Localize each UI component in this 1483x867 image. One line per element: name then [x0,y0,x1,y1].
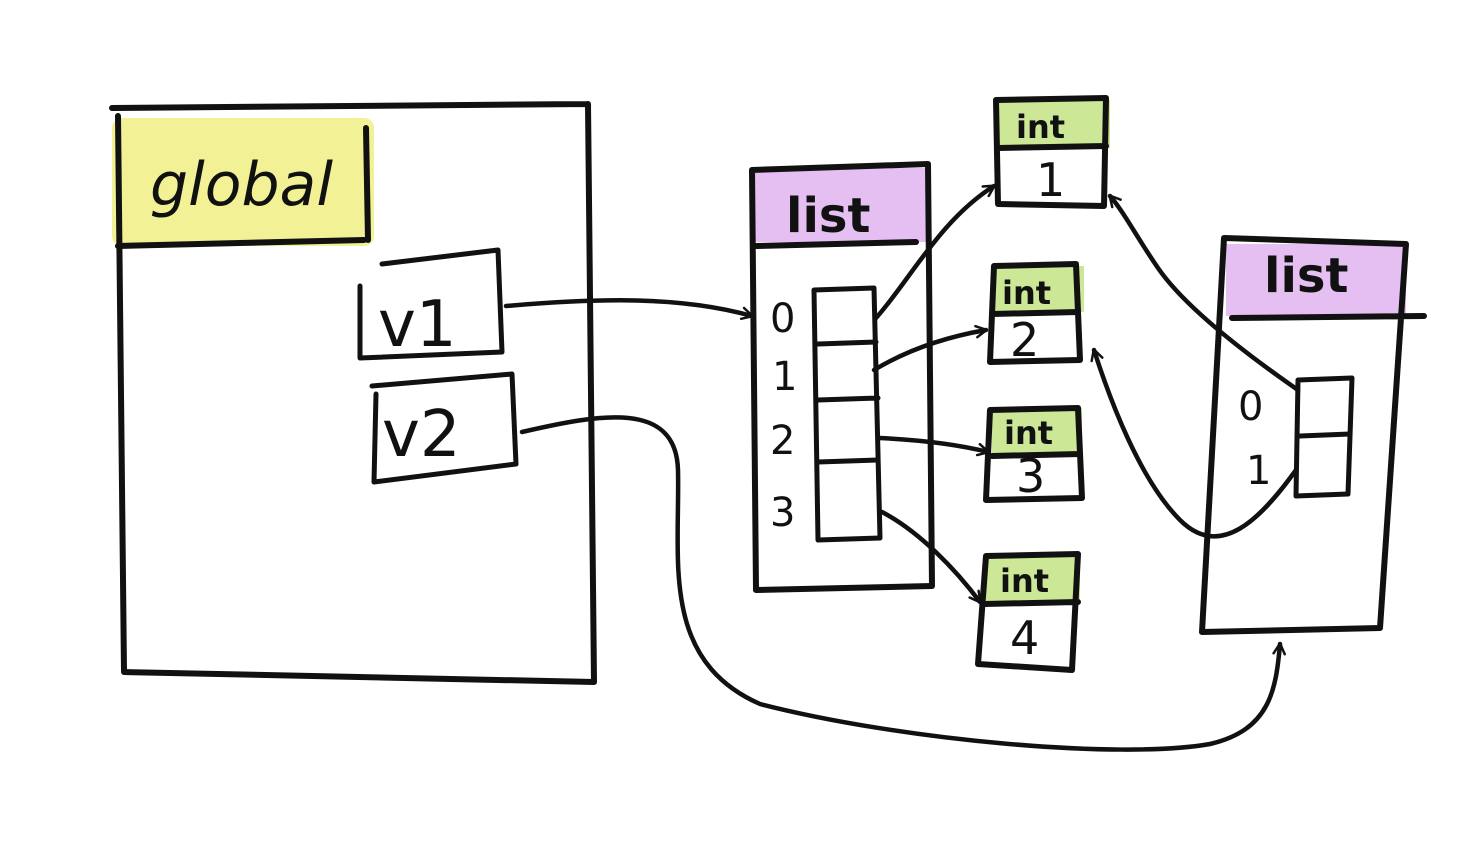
list-1-index-2: 2 [770,418,795,464]
arrow-list-2-0-to-int-1 [1107,193,1301,393]
int-1-value: 1 [1036,153,1065,207]
int-2-value: 2 [1010,313,1039,367]
int-object-1: int 1 [993,95,1110,209]
int-3-highlight [992,408,1082,454]
list-2-label-highlight [1226,244,1406,316]
list-1-border [749,161,935,593]
int-object-2: int 2 [987,261,1084,367]
list-1-index-1: 1 [772,354,797,400]
list-2-index-0: 0 [1238,384,1263,430]
list-1-label: list [786,188,870,244]
int-object-3: int 3 [983,405,1085,503]
int-1-border [993,95,1109,209]
list-object-1: list 0 1 2 3 [749,161,935,593]
variable-v2[interactable]: v2 [369,371,519,485]
int-4-value: 4 [1010,611,1039,665]
int-1-type: int [1016,108,1065,146]
list-2-border [1199,235,1427,635]
variable-v1-label: v1 [378,288,457,362]
global-frame-border [109,101,597,685]
arrow-list-1-0-to-int-1 [873,183,997,321]
global-label-highlight [112,118,374,246]
int-4-type: int [1000,562,1049,600]
list-object-2: list 0 1 [1199,235,1427,635]
list-1-label-highlight [752,168,930,242]
list-2-index-1: 1 [1246,448,1271,494]
variable-v1[interactable]: v1 [357,247,505,362]
int-3-type: int [1004,414,1053,452]
int-3-border [983,405,1085,503]
arrow-v1-to-list-1 [503,298,755,321]
list-2-slots [1293,375,1355,499]
list-1-index-3: 3 [770,490,795,536]
variable-v2-label: v2 [382,398,461,472]
int-2-border [987,261,1083,365]
int-object-4: int 4 [975,551,1081,673]
global-label: global [150,150,333,220]
global-label-underline [115,125,371,249]
int-3-value: 3 [1016,449,1045,503]
list-1-index-0: 0 [770,296,795,342]
int-4-highlight [986,556,1080,602]
list-1-slots [811,285,883,543]
arrow-v2-to-list-2 [519,415,1286,752]
global-frame: global v1 v2 [109,101,597,685]
arrow-list-2-1-to-int-2 [1090,347,1299,539]
arrow-list-1-1-to-int-2 [871,324,989,373]
int-4-border [975,551,1081,673]
arrow-list-1-3-to-int-4 [879,509,983,605]
int-1-highlight [996,100,1110,148]
int-2-highlight [992,266,1084,312]
reference-arrows [503,183,1301,752]
variable-v2-box [369,371,519,485]
int-2-type: int [1002,274,1051,312]
arrow-list-1-2-to-int-3 [877,435,991,457]
variable-v1-box [357,247,505,361]
list-2-label: list [1264,248,1348,304]
